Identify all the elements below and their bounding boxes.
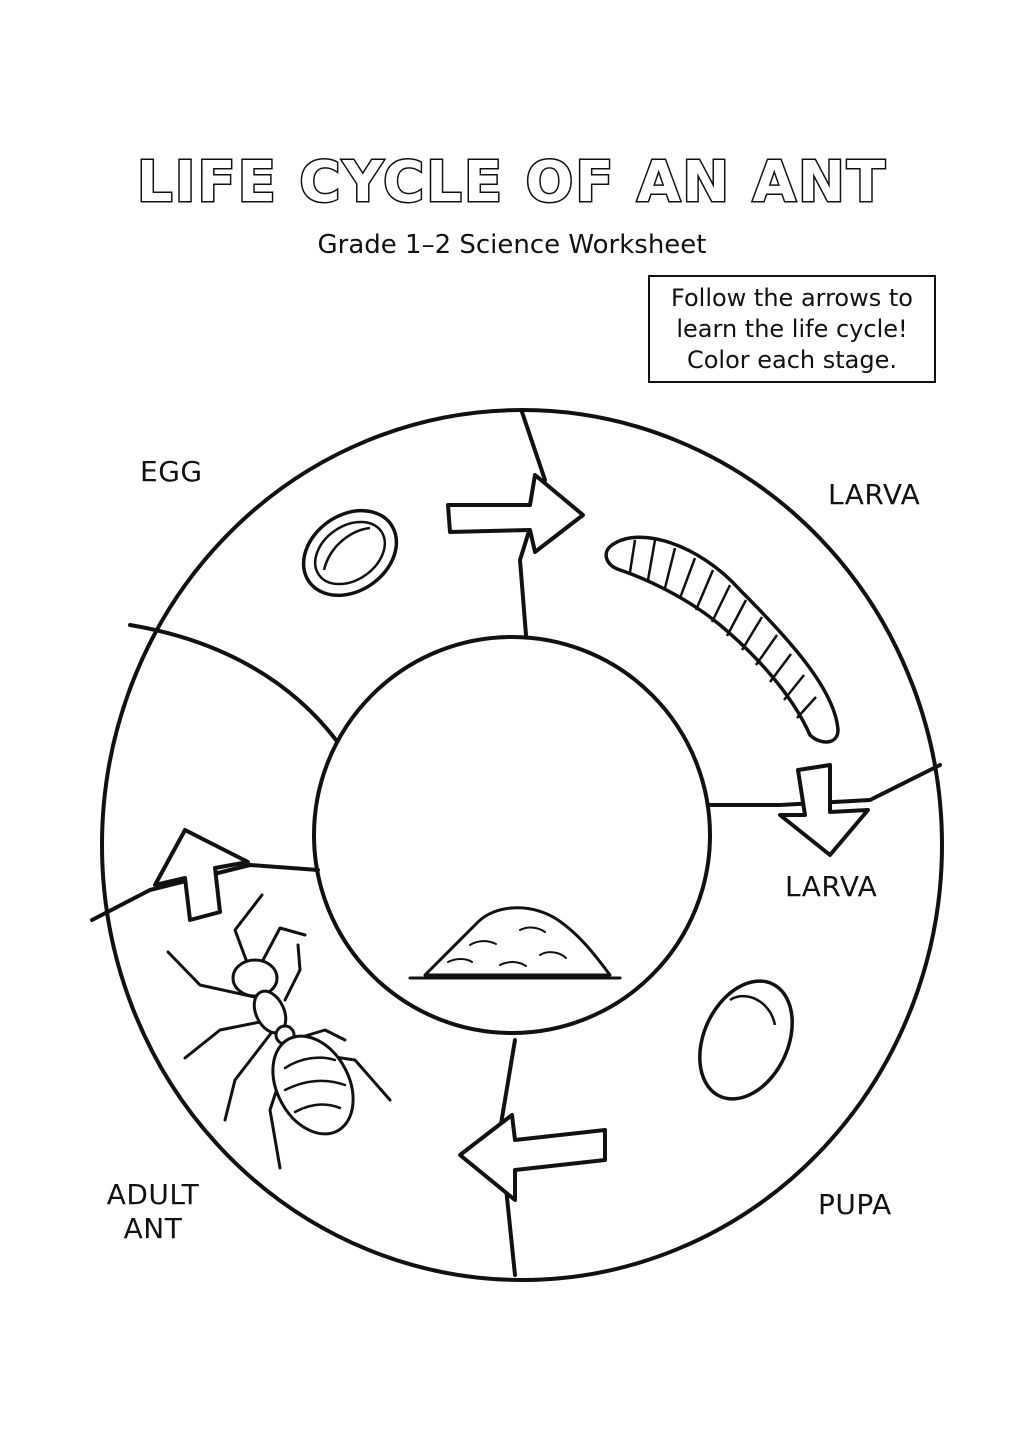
larva-icon <box>604 535 840 744</box>
inner-circle <box>312 635 712 1035</box>
stage-label-pupa: PUPA <box>818 1188 892 1221</box>
pupa-icon <box>698 979 794 1101</box>
arrow-up-icon <box>153 828 250 922</box>
worksheet-title: LIFE CYCLE OF AN ANT <box>135 149 888 217</box>
stage-label-larva-top: LARVA <box>828 478 921 511</box>
egg-icon <box>301 508 399 598</box>
worksheet-subtitle: Grade 1–2 Science Worksheet <box>317 230 707 260</box>
arrow-down-icon <box>778 763 870 857</box>
arrow-left-icon <box>458 1113 607 1202</box>
ant-icon <box>166 893 392 1170</box>
stage-label-adult-line-1: ADULT <box>106 1178 200 1211</box>
instruction-line-3: Color each stage. <box>686 345 898 374</box>
arrow-right-icon <box>446 473 585 554</box>
outer-ring <box>100 408 944 1282</box>
instructions-box: Follow the arrows to learn the life cycl… <box>648 275 936 383</box>
anthill-icon <box>408 906 622 980</box>
stage-label-larva-right: LARVA <box>785 870 878 903</box>
divider-egg-inner <box>128 623 338 742</box>
stage-label-adult-line-2: ANT <box>123 1212 183 1245</box>
stage-label-egg: EGG <box>140 455 203 488</box>
instruction-line-2: learn the life cycle! <box>676 314 908 343</box>
stage-label-adult-ant: ADULT ANT <box>98 1178 208 1246</box>
instruction-line-1: Follow the arrows to <box>671 283 913 312</box>
